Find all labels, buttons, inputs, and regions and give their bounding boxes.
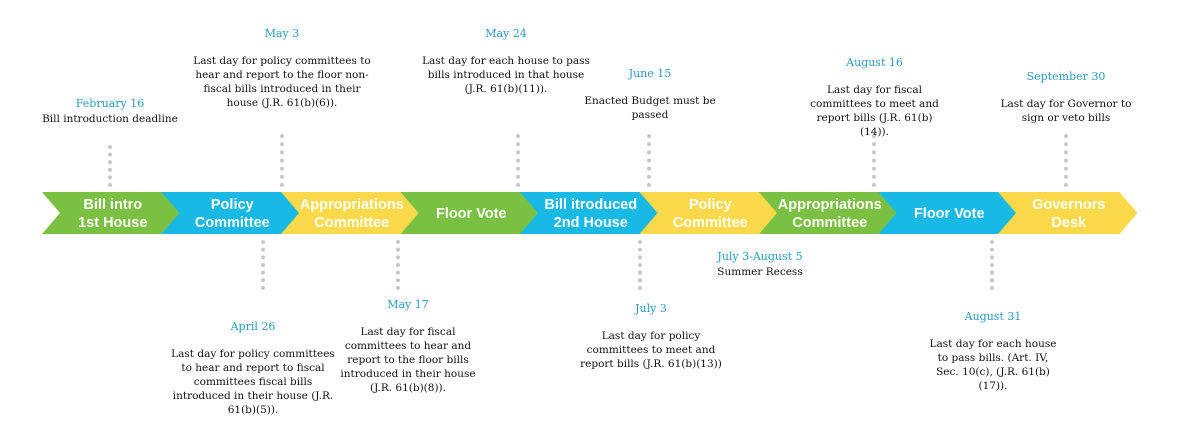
stage-arrow-1: [42, 192, 182, 234]
stage-label-6-line-1: Policy: [689, 197, 732, 213]
stage-label-6-line-2: Committee: [673, 215, 748, 231]
stage-arrow-5: [520, 192, 660, 234]
event-date: May 3: [264, 27, 300, 40]
stage-arrow-3: [281, 192, 421, 234]
connector-may-17: [396, 240, 400, 290]
stage-arrow-7: [759, 192, 899, 234]
event-february-16: February 16 Bill introduction deadline: [30, 97, 190, 126]
stage-label-5-line-2: 2nd House: [554, 215, 628, 231]
event-description: Last day for policy committees to hear a…: [171, 348, 335, 416]
event-july-3: July 3 Last day for policy committees to…: [580, 302, 722, 371]
event-date: June 15: [628, 67, 672, 80]
connector-may-3: [280, 134, 284, 187]
stage-label-8-line-1: Floor Vote: [914, 206, 985, 222]
event-may-17: May 17 Last day for fiscal committees to…: [336, 298, 480, 395]
connector-april-26: [261, 240, 265, 290]
event-may-24: May 24 Last day for each house to pass b…: [420, 27, 592, 96]
stage-arrow-6: [639, 192, 779, 234]
event-description: Last day for fiscal committees to hear a…: [340, 326, 476, 394]
stage-arrow-8: [878, 192, 1018, 234]
event-august-16: August 16 Last day for fiscal committees…: [802, 56, 947, 139]
event-description: Last day for Governor to sign or veto bi…: [1000, 98, 1132, 124]
stage-label-9-line-1: Governors: [1032, 197, 1105, 213]
connector-may-24: [516, 134, 520, 187]
event-april-26: April 26 Last day for policy committees …: [168, 320, 338, 417]
connector-august-16: [872, 134, 876, 187]
event-description: Enacted Budget must be passed: [584, 95, 716, 121]
connector-february-16: [108, 145, 112, 187]
stage-label-2-line-1: Policy: [211, 197, 254, 213]
stage-label-2-line-2: Committee: [195, 215, 270, 231]
event-description: Last day for each house to pass bills. (…: [929, 338, 1057, 392]
event-june-15: June 15 Enacted Budget must be passed: [580, 67, 720, 122]
event-date: July 3: [635, 302, 667, 315]
event-may-3: May 3 Last day for policy committees to …: [192, 27, 372, 110]
connector-june-15: [647, 134, 651, 187]
event-description: Last day for policy committees to meet a…: [580, 330, 722, 370]
connector-september-30: [1064, 134, 1068, 187]
stage-label-3-line-2: Committee: [314, 215, 389, 231]
event-august-31: August 31 Last day for each house to pas…: [928, 310, 1058, 393]
event-date: September 30: [1026, 70, 1106, 83]
stage-label-1-line-2: 1st House: [78, 215, 147, 231]
stage-arrow-9: [998, 192, 1138, 234]
event-description: Last day for policy committees to hear a…: [193, 55, 371, 109]
stage-arrow-2: [161, 192, 301, 234]
connector-july-3: [638, 240, 642, 290]
stage-label-7-line-2: Committee: [792, 215, 867, 231]
event-july-3-august-5: July 3-August 5 Summer Recess: [685, 250, 835, 279]
stage-label-5-line-1: Bill itroduced: [544, 197, 637, 213]
event-description: Bill introduction deadline: [42, 113, 178, 125]
event-date: February 16: [75, 97, 145, 110]
stage-label-7-line-1: Appropriations: [778, 197, 882, 213]
event-september-30: September 30 Last day for Governor to si…: [995, 70, 1137, 125]
stage-label-9-line-2: Desk: [1051, 215, 1087, 231]
event-description: Last day for fiscal committees to meet a…: [810, 84, 939, 138]
stage-label-4-line-1: Floor Vote: [436, 206, 507, 222]
event-date: August 31: [964, 310, 1022, 323]
event-description: Summer Recess: [717, 266, 803, 278]
event-date: April 26: [230, 320, 276, 333]
event-description: Last day for each house to pass bills in…: [422, 55, 590, 95]
stage-label-3-line-1: Appropriations: [300, 197, 404, 213]
stage-arrow-4: [400, 192, 540, 234]
event-date: May 17: [387, 298, 429, 311]
event-date: July 3-August 5: [717, 250, 803, 263]
event-date: May 24: [485, 27, 527, 40]
event-date: August 16: [846, 56, 903, 69]
connector-august-31: [990, 240, 994, 290]
stage-label-1-line-1: Bill intro: [83, 197, 142, 213]
